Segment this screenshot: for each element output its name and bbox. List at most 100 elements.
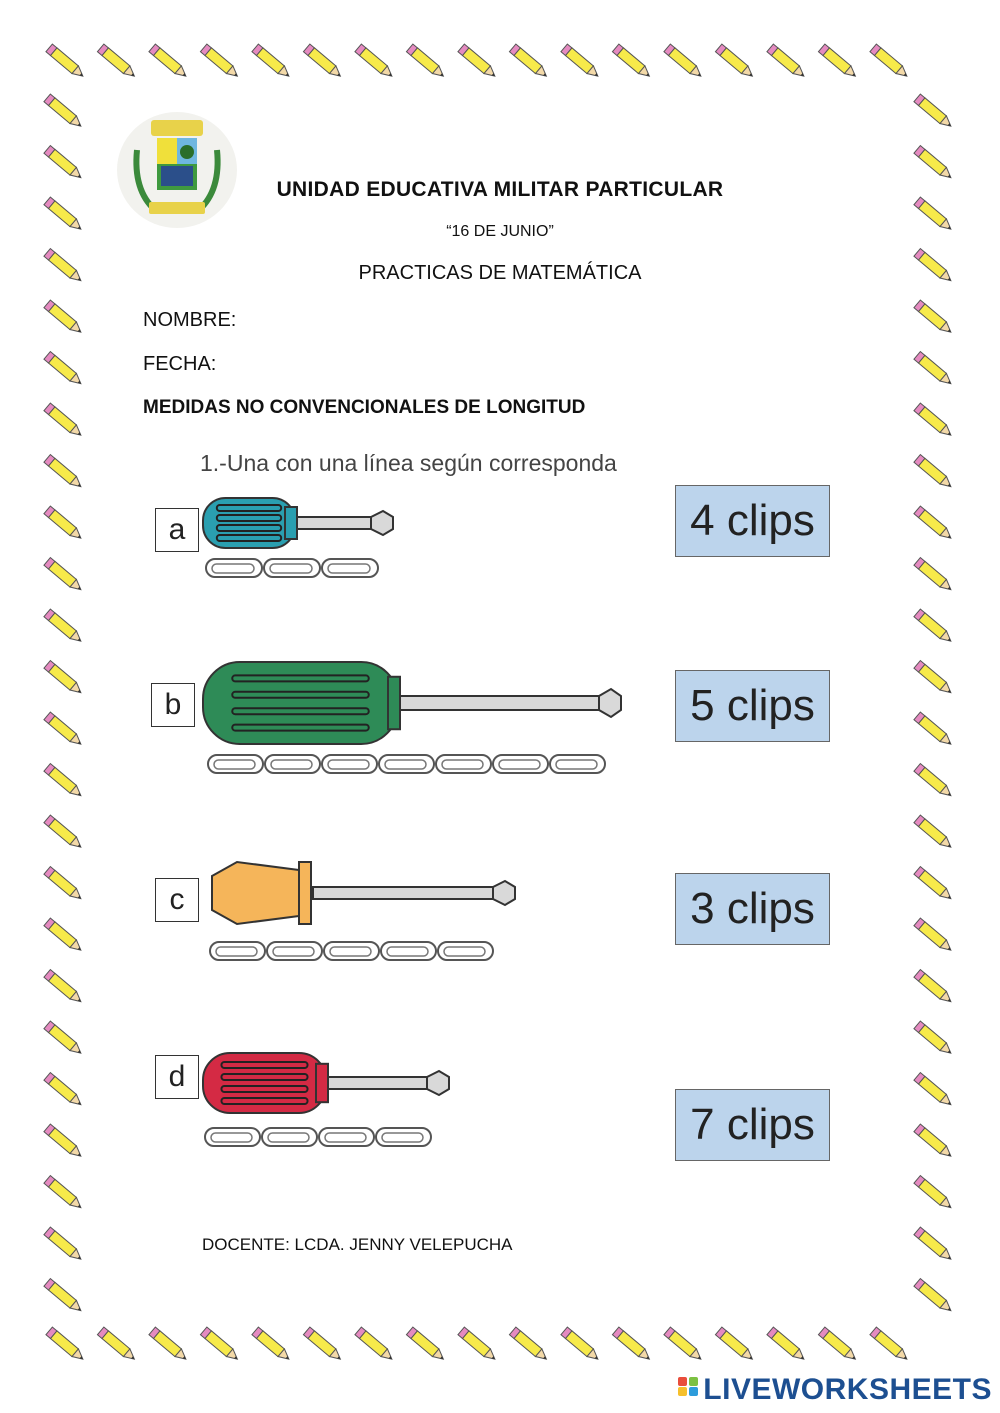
paperclip-icon <box>378 754 435 774</box>
pencil-icon <box>45 1326 84 1360</box>
pencil-icon <box>913 1226 952 1260</box>
screwdriver-a <box>202 497 394 578</box>
pencil-icon <box>913 556 952 591</box>
paperclip-icon <box>209 941 266 961</box>
pencil-icon <box>43 196 82 230</box>
pencil-icon <box>302 43 342 77</box>
pencil-icon <box>560 1326 599 1360</box>
pencil-icon <box>913 1277 952 1312</box>
pencil-icon <box>508 1326 548 1360</box>
name-label: NOMBRE: <box>143 309 237 331</box>
pencil-icon <box>913 1020 952 1054</box>
pencil-icon <box>913 299 952 333</box>
pencil-icon <box>817 43 857 77</box>
pencil-icon <box>913 659 952 694</box>
pencil-icon <box>714 1326 754 1360</box>
pencil-icon <box>43 1226 82 1260</box>
option-4-clips[interactable]: 4 clips <box>675 485 830 557</box>
letter-box-b: b <box>151 683 195 727</box>
pencil-icon <box>45 43 84 77</box>
pencil-icon <box>43 505 82 539</box>
pencil-icon <box>913 762 952 797</box>
pencil-icon <box>43 350 82 385</box>
school-crest-logo <box>117 112 237 228</box>
pencil-icon <box>611 1326 651 1360</box>
pencil-icon <box>43 762 82 797</box>
screwdriver-b <box>202 661 622 774</box>
pencil-icon <box>43 93 82 127</box>
pencil-icon <box>43 1123 82 1157</box>
pencil-icon <box>913 608 952 642</box>
pencil-icon <box>508 43 548 77</box>
pencil-icon <box>913 711 952 745</box>
pencil-icon <box>405 43 445 77</box>
topic-heading: MEDIDAS NO CONVENCIONALES DE LONGITUD <box>143 397 586 418</box>
pencil-icon <box>817 1326 857 1360</box>
pencil-icon <box>869 1326 908 1360</box>
paperclip-icon <box>375 1127 432 1147</box>
subject-title: PRACTICAS DE MATEMÁTICA <box>358 262 642 284</box>
pencil-icon <box>199 1326 239 1360</box>
paperclip-icon <box>435 754 492 774</box>
pencil-icon <box>913 402 952 436</box>
screwdriver-c <box>209 860 516 961</box>
pencil-icon <box>913 505 952 539</box>
pencil-icon <box>43 659 82 694</box>
screwdriver-d <box>202 1052 450 1147</box>
pencil-icon <box>913 1174 952 1209</box>
pencil-icon <box>913 917 952 951</box>
paperclip-icon <box>261 1127 318 1147</box>
paperclip-icon <box>321 558 379 578</box>
instruction-text: 1.-Una con una línea según corresponda <box>200 450 617 476</box>
pencil-icon <box>405 1326 445 1360</box>
pencil-icon <box>148 1326 187 1360</box>
pencil-icon <box>913 814 952 848</box>
pencil-icon <box>913 1071 952 1106</box>
letter-box-c: c <box>155 878 199 922</box>
pencil-icon <box>43 1277 82 1312</box>
paperclip-icon <box>264 754 321 774</box>
pencil-icon <box>354 1326 393 1360</box>
pencil-icon <box>43 299 82 333</box>
pencil-icon <box>43 608 82 642</box>
pencil-icon <box>43 556 82 591</box>
option-3-clips[interactable]: 3 clips <box>675 873 830 945</box>
paperclip-icon <box>437 941 494 961</box>
paperclip-icon <box>318 1127 375 1147</box>
pencil-icon <box>43 968 82 1003</box>
pencil-icon <box>913 144 952 179</box>
paperclip-icon <box>204 1127 261 1147</box>
pencil-icon <box>714 43 754 77</box>
paperclip-icon <box>549 754 606 774</box>
pencil-icon <box>913 350 952 385</box>
pencil-icon <box>43 402 82 436</box>
brand-watermark: LIVEWORKSHEETS <box>678 1373 992 1407</box>
pencil-icon <box>251 43 290 77</box>
pencil-icon <box>457 43 496 77</box>
pencil-icon <box>913 865 952 900</box>
pencil-icon <box>913 453 952 488</box>
paperclip-icon <box>266 941 323 961</box>
pencil-icon <box>913 1123 952 1157</box>
paperclip-icon <box>323 941 380 961</box>
paperclip-icon <box>205 558 263 578</box>
pencil-icon <box>913 247 952 282</box>
option-7-clips[interactable]: 7 clips <box>675 1089 830 1161</box>
pencil-icon <box>913 93 952 127</box>
date-label: FECHA: <box>143 353 217 375</box>
paperclip-icon <box>263 558 321 578</box>
pencil-icon <box>148 43 187 77</box>
pencil-icon <box>766 1326 805 1360</box>
pencil-icon <box>43 247 82 282</box>
brand-logo-icon <box>678 1375 700 1405</box>
pencil-icon <box>302 1326 342 1360</box>
pencil-icon <box>43 711 82 745</box>
pencil-icon <box>43 865 82 900</box>
pencil-icon <box>43 1174 82 1209</box>
pencil-icon <box>43 144 82 179</box>
school-name: UNIDAD EDUCATIVA MILITAR PARTICULAR <box>276 178 724 201</box>
option-5-clips[interactable]: 5 clips <box>675 670 830 742</box>
school-subtitle: “16 DE JUNIO” <box>446 223 554 240</box>
